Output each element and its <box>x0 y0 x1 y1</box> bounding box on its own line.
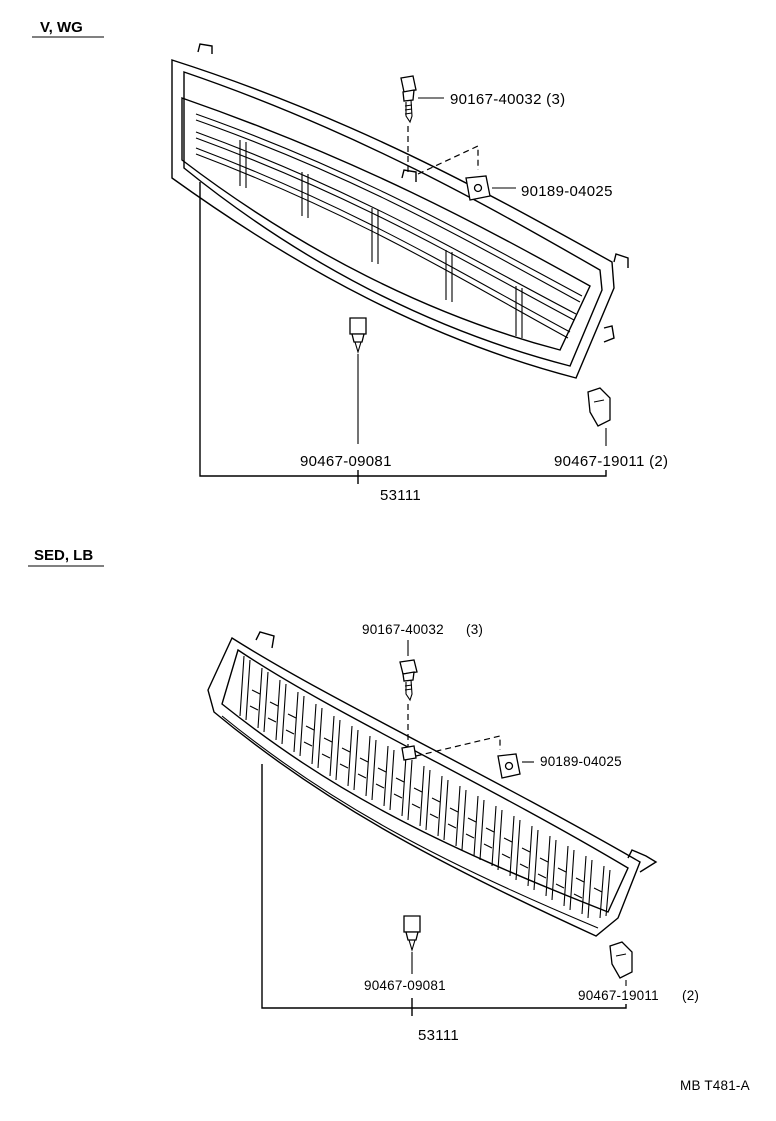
rib-4 <box>445 250 453 302</box>
grille-outer-frame-2 <box>207 636 641 937</box>
retainer-icon-2 <box>609 941 633 979</box>
section-v-wg: V, WG <box>32 19 668 504</box>
mount-tab-center <box>401 169 417 182</box>
grille-inner-frame <box>183 71 603 367</box>
label-bolt-qty-2: (3) <box>466 622 483 637</box>
vertical-fins <box>239 655 611 919</box>
bolt-icon <box>400 75 417 124</box>
label-clip: 90467-09081 <box>300 453 392 470</box>
slat-2b <box>195 137 575 321</box>
retainer-icon <box>587 387 611 427</box>
rib-1 <box>239 140 247 188</box>
mount-boss-2 <box>401 745 417 761</box>
nut-icon-2 <box>497 753 521 779</box>
mount-tab-right <box>613 253 629 268</box>
bolt-icon-2 <box>399 659 418 702</box>
section-title-sed-lb: SED, LB <box>34 547 93 564</box>
nut-dash-line <box>417 145 479 175</box>
rib-2 <box>301 172 309 218</box>
label-retainer-2: 90467-19011 <box>578 988 659 1003</box>
grille-opening <box>181 97 591 351</box>
rib-5 <box>515 286 523 338</box>
clip-icon-2 <box>403 915 421 952</box>
label-grille-2: 53111 <box>418 1027 459 1044</box>
clip-icon <box>349 317 367 354</box>
section-sed-lb: SED, LB <box>28 547 699 1044</box>
diagram-code: MB T481-A <box>680 1078 750 1093</box>
slat-2 <box>195 131 577 315</box>
slat-3b <box>195 153 569 339</box>
mount-tab-left-2 <box>255 631 275 649</box>
label-bolt-2: 90167-40032 <box>362 622 444 637</box>
label-retainer: 90467-19011 (2) <box>554 453 668 470</box>
grille-lower-edge-2 <box>221 715 599 929</box>
nut-dash-line-2 <box>415 735 501 757</box>
mount-tab-right-2 <box>627 849 658 873</box>
bracket-grille <box>199 182 607 477</box>
label-bolt: 90167-40032 (3) <box>450 91 565 108</box>
rib-3 <box>371 208 379 264</box>
grille-outer-frame <box>171 59 615 379</box>
label-nut: 90189-04025 <box>521 183 613 200</box>
label-retainer-qty-2: (2) <box>682 988 699 1003</box>
mount-tab-left <box>197 43 213 54</box>
section-title-v-wg: V, WG <box>40 19 83 36</box>
grille-vertical <box>207 631 658 937</box>
fin-scallops <box>249 689 603 899</box>
nut-icon <box>465 175 491 201</box>
mount-tab-right-lower <box>603 325 615 343</box>
bracket-grille-2 <box>261 764 627 1009</box>
label-grille: 53111 <box>380 487 421 504</box>
slat-3 <box>195 147 571 333</box>
slat-1b <box>195 119 581 303</box>
grille-inner-frame-2 <box>221 648 629 913</box>
label-clip-2: 90467-09081 <box>364 978 446 993</box>
label-nut-2: 90189-04025 <box>540 754 622 769</box>
slat-1 <box>195 113 583 297</box>
grille-horizontal <box>171 43 629 379</box>
